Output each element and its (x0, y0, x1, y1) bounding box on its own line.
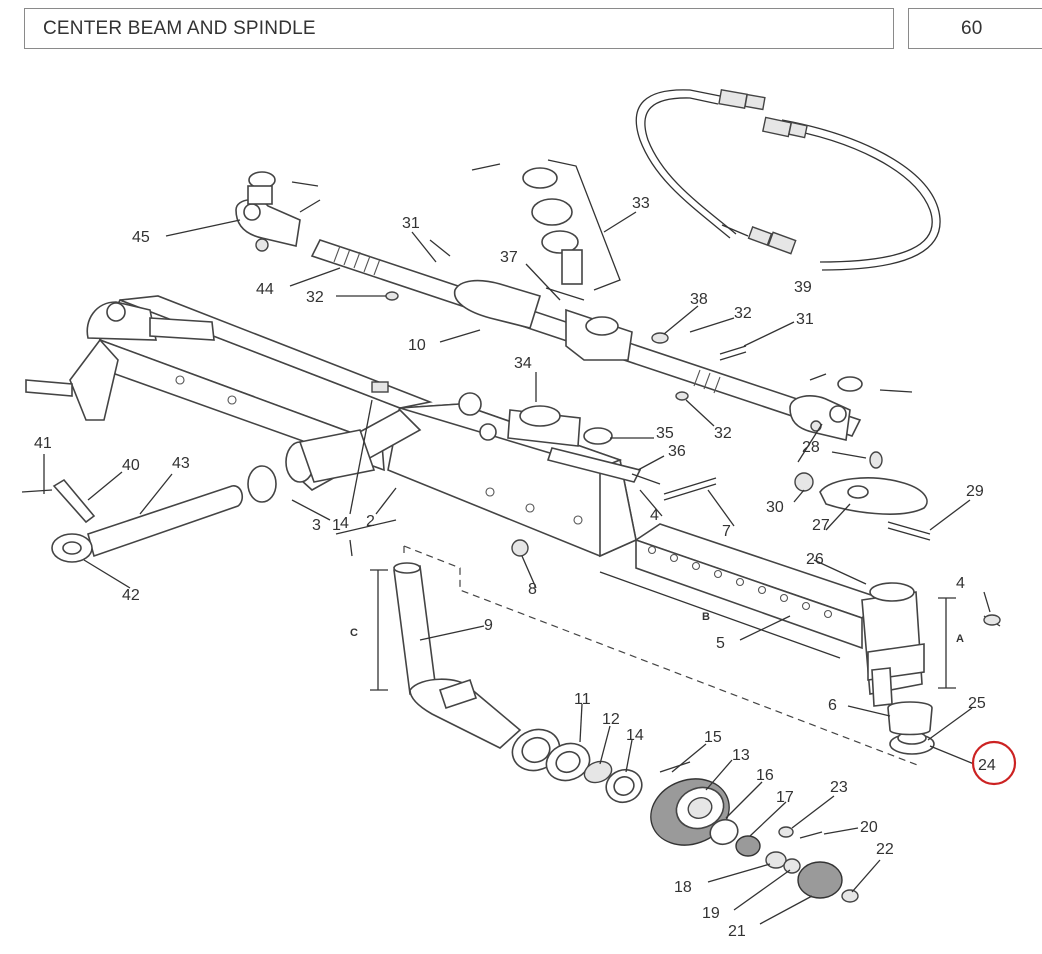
callout-19: 19 (702, 905, 720, 922)
callout-9: 9 (484, 617, 493, 634)
title-box: CENTER BEAM AND SPINDLE (24, 8, 894, 49)
callout-29: 29 (966, 483, 984, 500)
extension-beam (634, 523, 925, 707)
callout-6: 6 (828, 697, 837, 714)
callout-44: 44 (256, 281, 274, 298)
leader-lines (43, 211, 991, 925)
callout-4-right: 4 (956, 575, 965, 592)
dimension-c: C (350, 627, 358, 639)
callout-24: 24 (978, 757, 996, 774)
tie-rod (310, 239, 862, 437)
callout-39: 39 (794, 279, 812, 296)
callout-4-left: 4 (340, 515, 349, 532)
callout-12: 12 (602, 711, 620, 728)
callout-37: 37 (500, 249, 518, 266)
callout-32-mid: 32 (734, 305, 752, 322)
callout-14: 14 (626, 727, 644, 744)
highlighted-callout: 24 (971, 740, 1017, 786)
hydraulic-hose (635, 89, 941, 271)
callout-5: 5 (716, 635, 725, 652)
dimension-b: B (702, 611, 710, 623)
callout-45: 45 (132, 229, 150, 246)
callout-21: 21 (728, 923, 746, 940)
callout-32-top: 32 (306, 289, 324, 306)
callout-38: 38 (690, 291, 708, 308)
callouts: 45 44 32 31 10 37 33 39 38 32 31 32 34 3… (34, 195, 986, 940)
callout-3: 3 (312, 517, 321, 534)
callout-15: 15 (704, 729, 722, 746)
callout-30: 30 (766, 499, 784, 516)
pivot-pin (21, 478, 244, 563)
callout-17: 17 (776, 789, 794, 806)
callout-27: 27 (812, 517, 830, 534)
callout-33: 33 (632, 195, 650, 212)
callout-22: 22 (876, 841, 894, 858)
callout-42: 42 (122, 587, 140, 604)
callout-18: 18 (674, 879, 692, 896)
page-title: CENTER BEAM AND SPINDLE (43, 17, 316, 39)
callout-1: 1 (332, 517, 341, 534)
callout-35: 35 (656, 425, 674, 442)
callout-40: 40 (122, 457, 140, 474)
callout-23: 23 (830, 779, 848, 796)
callout-7: 7 (722, 523, 731, 540)
callout-32-right: 32 (714, 425, 732, 442)
dimension-a: A (956, 633, 964, 645)
page-number-box: 60 (908, 8, 1042, 49)
dimension-lines: C B A (335, 159, 964, 767)
hub-stack (511, 728, 859, 903)
callout-16: 16 (756, 767, 774, 784)
callout-25: 25 (968, 695, 986, 712)
callout-31-left: 31 (402, 215, 420, 232)
callout-20: 20 (860, 819, 878, 836)
tie-rod-end-right (789, 373, 913, 441)
callout-4-center: 4 (650, 507, 659, 524)
tie-rod-end-left (235, 171, 321, 252)
spindle (393, 562, 522, 749)
callout-36: 36 (668, 443, 686, 460)
callout-43: 43 (172, 455, 190, 472)
callout-28: 28 (802, 439, 820, 456)
pivot-stack (471, 163, 585, 301)
callout-41: 41 (34, 435, 52, 452)
small-hardware (371, 239, 1001, 627)
page-number: 60 (961, 17, 983, 39)
bushing (887, 701, 935, 755)
callout-13: 13 (732, 747, 750, 764)
center-beam (25, 295, 642, 558)
callout-26: 26 (806, 551, 824, 568)
callout-2: 2 (366, 513, 375, 530)
callout-31-right: 31 (796, 311, 814, 328)
callout-34: 34 (514, 355, 532, 372)
callout-10: 10 (408, 337, 426, 354)
callout-8: 8 (528, 581, 537, 598)
callout-11: 11 (574, 691, 591, 708)
